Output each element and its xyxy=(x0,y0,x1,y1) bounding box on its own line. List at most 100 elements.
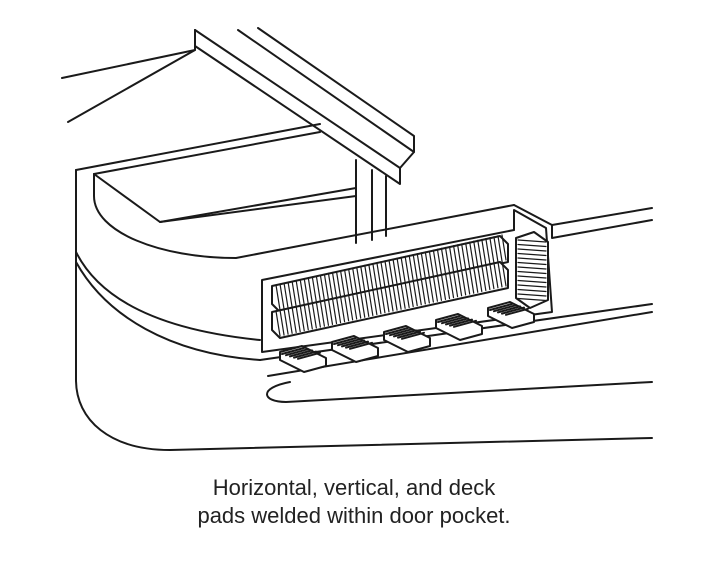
deck-pad-ridge xyxy=(501,306,525,315)
horizontal-pads xyxy=(271,234,509,339)
pad-ridge xyxy=(352,293,358,320)
deck-pad-ridge xyxy=(441,316,465,325)
caption-line-1: Horizontal, vertical, and deck xyxy=(212,475,496,500)
pad-ridge xyxy=(287,307,293,334)
pad-ridge xyxy=(517,275,547,279)
pad-ridge xyxy=(517,284,547,288)
pad-ridge xyxy=(303,304,309,331)
pad-ridge xyxy=(404,255,410,283)
pad-ridge xyxy=(299,279,305,306)
pad-ridge xyxy=(493,262,499,289)
pad-ridge xyxy=(323,273,330,300)
pad-ridge xyxy=(364,264,370,291)
pad-ridge xyxy=(356,266,362,293)
pad-ridge xyxy=(465,268,471,295)
deck-pad-ridge xyxy=(397,330,421,339)
deck-pad xyxy=(383,325,431,353)
pad-ridge xyxy=(348,268,354,295)
figure-caption: Horizontal, vertical, and deck pads weld… xyxy=(0,474,708,530)
deck-pad-ridge xyxy=(333,337,357,345)
pad-ridge xyxy=(428,276,434,303)
pad-ridge xyxy=(384,260,390,287)
deck-pad-ridge xyxy=(489,303,513,311)
pad-ridge xyxy=(428,250,434,277)
pad-ridge xyxy=(372,288,378,316)
pad-ridge xyxy=(444,272,451,300)
pad-ridge xyxy=(392,258,398,285)
pad-ridge xyxy=(452,245,459,272)
pad-ridge xyxy=(469,241,475,268)
pad-ridge xyxy=(436,274,443,301)
pad-ridge xyxy=(396,283,402,310)
pad-ridge xyxy=(452,271,459,298)
vertical-pad-ridges xyxy=(517,239,547,302)
deck-pad-ridge xyxy=(385,327,409,335)
pad-ridge xyxy=(517,248,547,252)
pad-ridge xyxy=(448,272,455,299)
pad-ridge xyxy=(497,261,503,288)
horizontal-pad-ridges xyxy=(275,234,507,337)
pad-ridge xyxy=(444,246,451,274)
pad-ridge xyxy=(388,285,394,312)
pad-ridge xyxy=(376,288,382,315)
deck-pad-ridge xyxy=(349,341,373,350)
pad-ridge xyxy=(517,279,547,284)
pad-ridge xyxy=(319,274,325,301)
pad-ridge xyxy=(295,279,301,307)
pad-ridge xyxy=(335,271,342,298)
pad-ridge xyxy=(440,273,447,300)
pad-ridge xyxy=(307,303,313,330)
pad-ridge xyxy=(360,291,366,318)
deck-pad-ridge xyxy=(497,305,521,314)
pad-ridge xyxy=(331,297,338,325)
pad-ridge xyxy=(457,270,463,297)
deck-pad xyxy=(435,313,483,341)
pad-ridge xyxy=(501,234,507,261)
pad-ridge xyxy=(416,279,422,306)
pad-ridge xyxy=(465,242,471,269)
pad-ridge xyxy=(517,297,547,302)
pad-ridge xyxy=(412,280,418,307)
pad-ridge xyxy=(360,265,366,292)
deck-pad-ridge xyxy=(401,331,425,340)
pad-ridge xyxy=(348,294,354,321)
pad-ridge xyxy=(299,305,305,332)
pad-ridge xyxy=(485,263,491,291)
pad-ridge xyxy=(408,254,414,282)
pad-ridge xyxy=(424,251,430,278)
deck-pad-ridge xyxy=(445,317,469,326)
pad-ridge xyxy=(396,257,402,284)
deck-pad xyxy=(487,301,535,329)
pad-ridge xyxy=(440,247,447,274)
deck-pad-ridge xyxy=(337,338,361,347)
pad-ridge xyxy=(517,252,547,257)
pad-ridge xyxy=(517,270,547,275)
deck-pad xyxy=(279,345,327,373)
pad-ridge xyxy=(461,269,467,296)
pad-ridge xyxy=(331,271,338,299)
pad-ridge xyxy=(307,277,313,304)
deck-pad-ridge xyxy=(493,304,517,313)
deck-pad-ridge xyxy=(453,319,477,328)
pad-ridge xyxy=(327,298,334,325)
pad-ridge xyxy=(275,284,281,311)
pad-ridge xyxy=(376,262,382,289)
pad-ridge xyxy=(477,239,483,266)
pad-ridge xyxy=(481,238,487,266)
deck-pad-ridge xyxy=(449,318,473,327)
pad-ridge xyxy=(432,275,438,302)
pad-ridge xyxy=(368,263,374,291)
pad-ridge xyxy=(489,237,495,264)
pad-ridge xyxy=(372,262,378,290)
pad-ridge xyxy=(335,297,342,324)
pad-ridge xyxy=(424,277,430,304)
pad-ridge xyxy=(384,286,390,313)
deck-pad-ridge xyxy=(345,340,369,349)
pad-ridge xyxy=(404,281,410,309)
pad-ridge xyxy=(291,280,297,308)
pad-ridge xyxy=(416,253,422,280)
caption-line-2: pads welded within door pocket. xyxy=(197,503,511,528)
deck-pad-ridge xyxy=(281,347,305,355)
pad-ridge xyxy=(436,248,443,275)
deck-pad-ridge xyxy=(437,315,461,323)
